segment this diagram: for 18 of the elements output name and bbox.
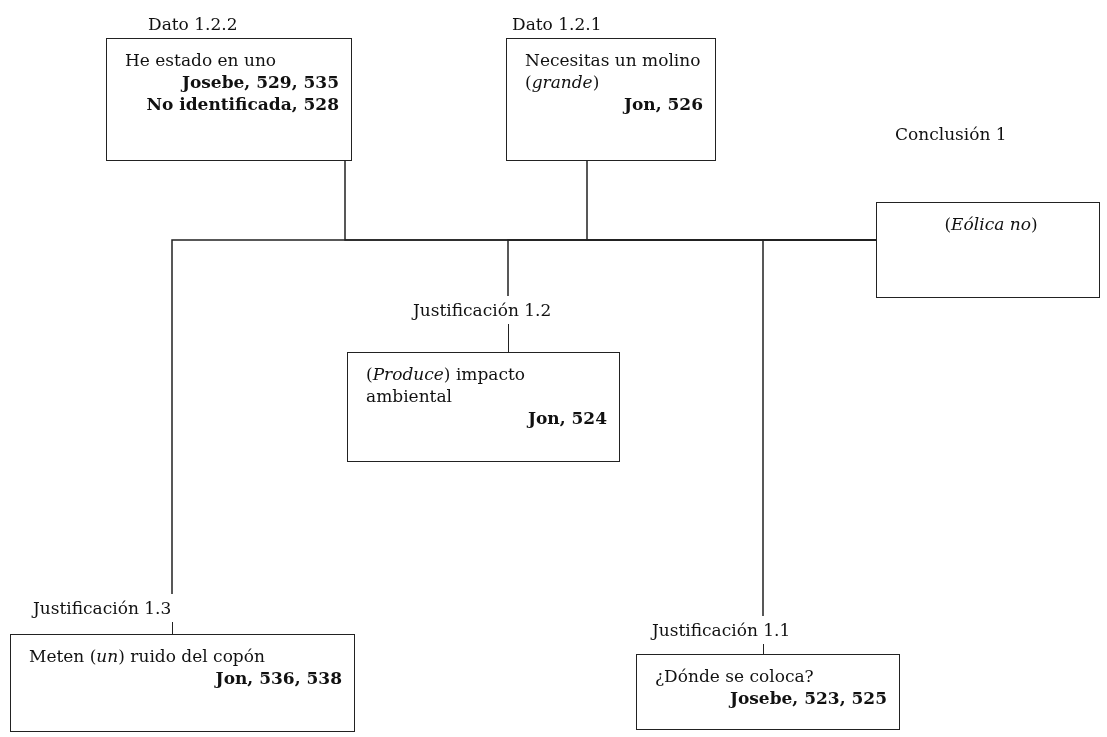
statement-text: ¿Dónde se coloca?	[655, 665, 815, 687]
node-heading: Justificación 1.1	[652, 619, 791, 642]
source-reference: Jon, 526	[621, 93, 703, 115]
statement-text: (Produce) impacto ambiental	[366, 363, 527, 407]
statement-text: (Eólica no)	[943, 213, 1039, 235]
node-heading: Dato 1.2.2	[148, 13, 238, 36]
source-reference: Jon, 524	[525, 407, 607, 429]
statement-text: Meten (un) ruido del copón	[29, 645, 266, 667]
node-heading: Dato 1.2.1	[512, 13, 602, 36]
node-heading: Justificación 1.3	[33, 597, 172, 620]
source-reference: Josebe, 523, 525	[727, 687, 887, 709]
node-heading: Conclusión 1	[895, 123, 1007, 146]
node-heading: Justificación 1.2	[413, 299, 552, 322]
source-reference: Josebe, 529, 535	[179, 71, 339, 93]
statement-text: He estado en uno	[125, 49, 278, 71]
statement-text: Necesitas un molino (grande)	[525, 49, 702, 93]
source-reference: Jon, 536, 538	[213, 667, 342, 689]
source-reference: No identificada, 528	[145, 93, 339, 115]
